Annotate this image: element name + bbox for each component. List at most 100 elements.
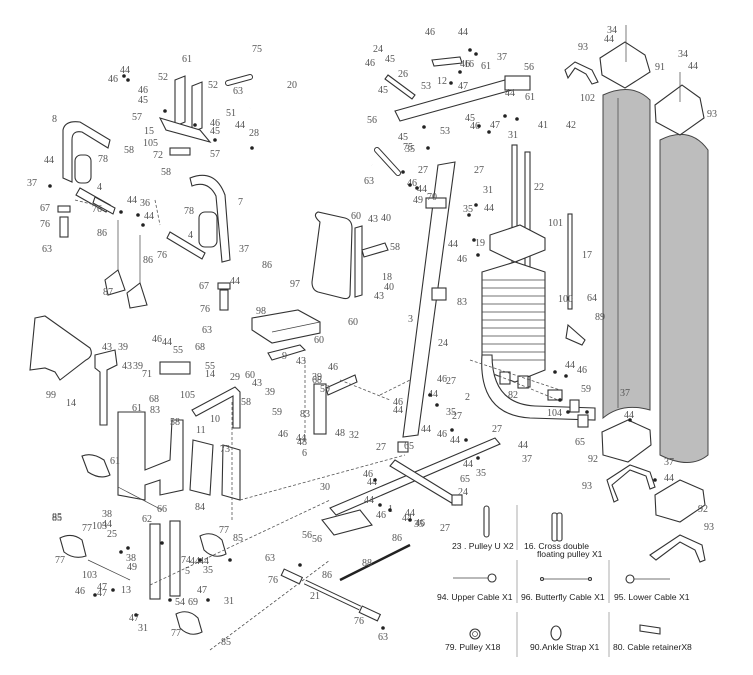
shield-11 [117,411,184,501]
legend-label-94: 94. Upper Cable X1 [437,592,513,602]
callout-44: 44 [393,405,403,416]
callout-44: 44 [565,360,575,371]
callout-31: 31 [224,596,234,607]
callout-27: 27 [376,442,386,453]
callout-61: 61 [525,92,535,103]
callout-31: 31 [508,130,518,141]
fastener-dot [378,503,382,507]
callout-13: 13 [121,585,131,596]
callout-56: 56 [367,115,377,126]
backrest-97 [311,211,389,300]
callout-12: 12 [437,76,447,87]
fastener-dot [119,210,123,214]
bottom-bracket-93b [649,534,706,563]
callout-38: 38 [126,553,136,564]
legend-label-16-line2: floating pulley X1 [537,549,603,559]
fastener-dot [564,374,568,378]
fastener-dot [122,74,126,78]
callout-86: 86 [262,260,272,271]
callout-22: 22 [534,182,544,193]
roller-77d [175,611,203,635]
callout-43: 43 [122,361,132,372]
fastener-dot [426,146,430,150]
callout-39: 39 [312,372,322,383]
callout-44: 44 [296,433,306,444]
fastener-dot [388,508,392,512]
fastener-dot [449,81,453,85]
fastener-dot [48,184,52,188]
callout-46: 46 [138,85,148,96]
callout-17: 17 [582,250,592,261]
callout-74: 74 [181,555,191,566]
fastener-dot [198,558,202,562]
callout-77: 77 [55,555,65,566]
fastener-dot [474,203,478,207]
rod-103b [87,559,131,581]
end-cap-59 [569,399,580,413]
selector-pin-89 [565,323,586,346]
callout-102: 102 [580,93,595,104]
callout-27: 27 [440,523,450,534]
callout-71: 71 [142,369,152,380]
fastener-dot [468,48,472,52]
seat-bracket-9 [267,344,307,361]
callout-10: 10 [210,414,220,425]
callout-99: 99 [46,390,56,401]
callout-76: 76 [268,575,278,586]
callout-91: 91 [655,62,665,73]
callout-46: 46 [470,121,480,132]
callout-46: 46 [407,178,417,189]
callout-36: 36 [140,198,150,209]
fastener-dot [168,598,172,602]
legend-item-upper-cable: 94. Upper Cable X1 [437,573,513,602]
fastener-dot [422,125,426,129]
callout-57: 57 [210,149,220,160]
callout-41: 41 [538,120,548,131]
leg-extension-10 [191,386,241,429]
fastener-dot [653,478,657,482]
callout-44: 44 [688,61,698,72]
callout-46: 46 [415,518,425,529]
leg-pad-99 [29,315,92,381]
legend-label-16-line1: 16. Cross double [524,541,589,551]
fastener-dot [566,410,570,414]
fastener-dot [435,403,439,407]
callout-29: 29 [230,372,240,383]
fastener-dot [628,418,632,422]
callout-27: 27 [452,411,462,422]
cap-67b [217,282,231,290]
callout-58: 58 [241,397,251,408]
callout-76: 76 [92,204,102,215]
fastener-dot [381,626,385,630]
callout-46: 46 [365,58,375,69]
callout-53: 53 [421,81,431,92]
callout-39: 39 [118,342,128,353]
callout-76: 76 [200,304,210,315]
callout-60: 60 [245,370,255,381]
callout-68: 68 [195,342,205,353]
callout-44: 44 [127,195,137,206]
legend-label-96: 96. Butterfly Cable X1 [521,592,605,602]
fastener-dot [93,593,97,597]
callout-44: 44 [421,424,431,435]
callout-45: 45 [378,85,388,96]
callout-86: 86 [322,570,332,581]
fastener-dot [134,613,138,617]
callout-46: 46 [152,334,162,345]
callout-45: 45 [210,126,220,137]
top-bracket-91b [654,72,705,136]
callout-101: 101 [548,218,563,229]
callout-103: 103 [82,570,97,581]
fastener-dot [467,213,471,217]
callout-46: 46 [457,254,467,265]
legend-label-90: 90.Ankle Strap X1 [530,642,599,652]
callout-49: 49 [413,195,423,206]
fastener-dot [136,213,140,217]
fastener-dot [141,223,145,227]
fastener-dot [193,123,197,127]
main-column-3 [402,161,456,438]
fastener-dot [228,558,232,562]
callout-44: 44 [364,495,374,506]
callout-76: 76 [40,219,50,230]
callout-53: 53 [440,126,450,137]
